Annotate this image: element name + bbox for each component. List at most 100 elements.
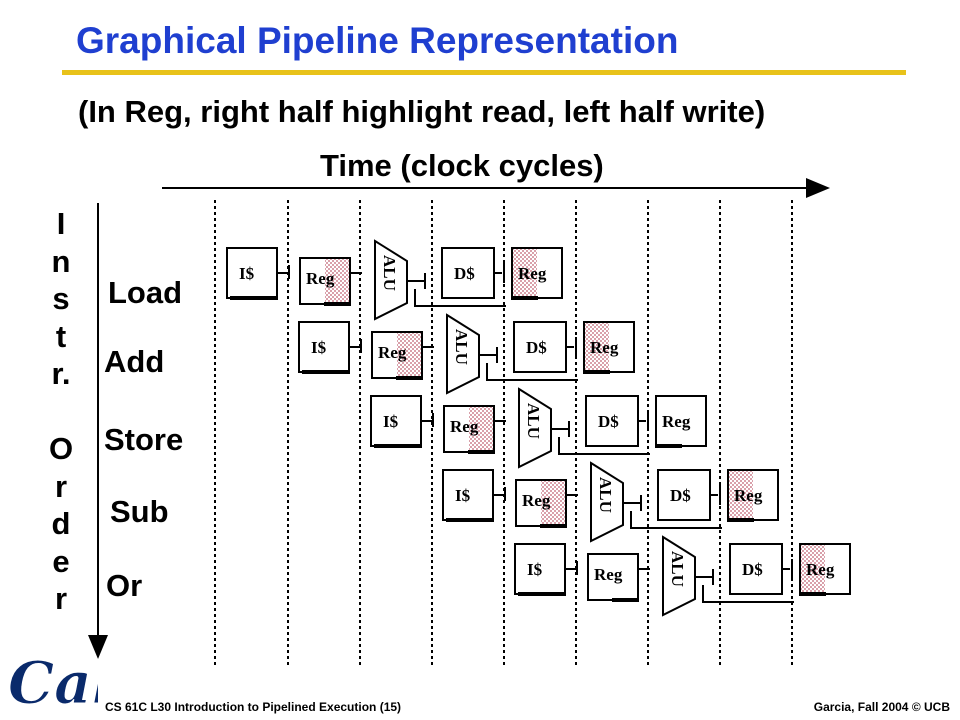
instruction-order-char: O <box>48 431 74 466</box>
alu-dcache-connector <box>551 421 570 437</box>
dcache-reg-connector <box>782 559 793 579</box>
alu-shape <box>662 535 696 617</box>
icache-box <box>514 543 566 595</box>
icache-reg-connector <box>565 561 578 575</box>
slide-subtitle: (In Reg, right half highlight read, left… <box>78 94 766 129</box>
slide-title: Graphical Pipeline Representation <box>76 20 679 61</box>
reg-read-shadow <box>396 376 423 380</box>
instruction-label-or: Or <box>106 568 143 603</box>
instruction-order-char: s <box>52 281 70 316</box>
reg-read-label: Reg <box>378 343 407 362</box>
reg-write-highlight <box>801 545 825 593</box>
reg-read-shadow <box>612 598 639 602</box>
reg-read-label: Reg <box>450 417 479 436</box>
dcache-reg-connector <box>494 263 505 283</box>
icache-reg-connector <box>421 413 434 427</box>
instruction-label-store: Store <box>104 422 184 457</box>
icache-shadow <box>446 518 494 522</box>
pipeline-row-store: I$ Reg ALU D$ Reg <box>370 387 707 469</box>
reg-write-label: Reg <box>734 486 763 505</box>
reg-read-highlight <box>325 259 349 303</box>
reg-write-highlight <box>729 471 753 519</box>
reg-write-highlight <box>585 323 609 371</box>
dcache-label: D$ <box>670 486 691 505</box>
instruction-label-sub: Sub <box>110 494 169 529</box>
dcache-label: D$ <box>454 264 475 283</box>
alu-shape <box>374 239 408 321</box>
icache-label: I$ <box>311 338 327 357</box>
reg-write-shadow <box>583 370 610 374</box>
reg-write-shadow <box>511 296 538 300</box>
alu-label: ALU <box>524 403 543 439</box>
time-axis-label: Time (clock cycles) <box>320 148 604 183</box>
icache-label: I$ <box>455 486 471 505</box>
instruction-order-char: I <box>56 206 66 241</box>
reg-write-shadow <box>799 592 826 596</box>
writeback-path <box>558 437 650 455</box>
alu-shape <box>446 313 480 395</box>
alu-label: ALU <box>596 477 615 513</box>
instruction-order-char: n <box>51 243 71 279</box>
alu-shape <box>518 387 552 469</box>
reg-read-highlight <box>397 333 421 377</box>
alu-label: ALU <box>380 255 399 291</box>
icache-shadow <box>302 370 350 374</box>
instruction-label-add: Add <box>104 344 165 379</box>
dcache-box <box>513 321 567 373</box>
reg-read-shadow <box>468 450 495 454</box>
reg-read-label: Reg <box>594 565 623 584</box>
cal-logo: Cal <box>8 649 99 716</box>
footer-course: CS 61C L30 Introduction to Pipelined Exe… <box>105 700 402 714</box>
reg-read-label: Reg <box>522 491 551 510</box>
instruction-order-char: r. <box>51 356 71 391</box>
icache-label: I$ <box>239 264 255 283</box>
instruction-order-char: t <box>55 318 67 354</box>
icache-reg-connector <box>277 265 290 279</box>
icache-label: I$ <box>527 560 543 579</box>
alu-dcache-connector <box>623 495 642 511</box>
reg-write-shadow <box>727 518 754 522</box>
reg-read-label: Reg <box>306 269 335 288</box>
dcache-reg-connector <box>566 337 577 357</box>
instruction-order-char: e <box>52 543 70 579</box>
instruction-label-load: Load <box>108 275 183 310</box>
writeback-path <box>486 363 578 381</box>
reg-write-label: Reg <box>662 412 691 431</box>
reg-write-shadow <box>655 444 682 448</box>
instruction-order-char: d <box>51 506 71 541</box>
reg-read-highlight <box>469 407 493 451</box>
reg-read-shadow <box>324 302 351 306</box>
title-underline <box>62 70 906 75</box>
alu-dcache-connector <box>407 273 426 289</box>
writeback-path <box>630 511 722 529</box>
reg-write-label: Reg <box>806 560 835 579</box>
instruction-order-char: r <box>54 581 68 616</box>
alu-dcache-connector <box>479 347 498 363</box>
icache-shadow <box>230 296 278 300</box>
icache-label: I$ <box>383 412 399 431</box>
reg-read-shadow <box>540 524 567 528</box>
footer-copyright: Garcia, Fall 2004 © UCB <box>813 700 950 714</box>
alu-shape <box>590 461 624 543</box>
dcache-box <box>441 247 495 299</box>
instruction-order-char: r <box>54 468 68 504</box>
alu-dcache-connector <box>695 569 714 585</box>
reg-write-highlight <box>513 249 537 297</box>
reg-read-highlight <box>541 481 565 525</box>
dcache-label: D$ <box>742 560 763 579</box>
icache-shadow <box>518 592 566 596</box>
dcache-reg-connector <box>710 485 721 505</box>
icache-box <box>226 247 278 299</box>
alu-label: ALU <box>452 329 471 365</box>
reg-read-box <box>587 553 639 601</box>
dcache-label: D$ <box>598 412 619 431</box>
icache-reg-connector <box>349 339 362 353</box>
dcache-label: D$ <box>526 338 547 357</box>
dcache-reg-connector <box>638 411 649 431</box>
writeback-path <box>702 585 794 603</box>
